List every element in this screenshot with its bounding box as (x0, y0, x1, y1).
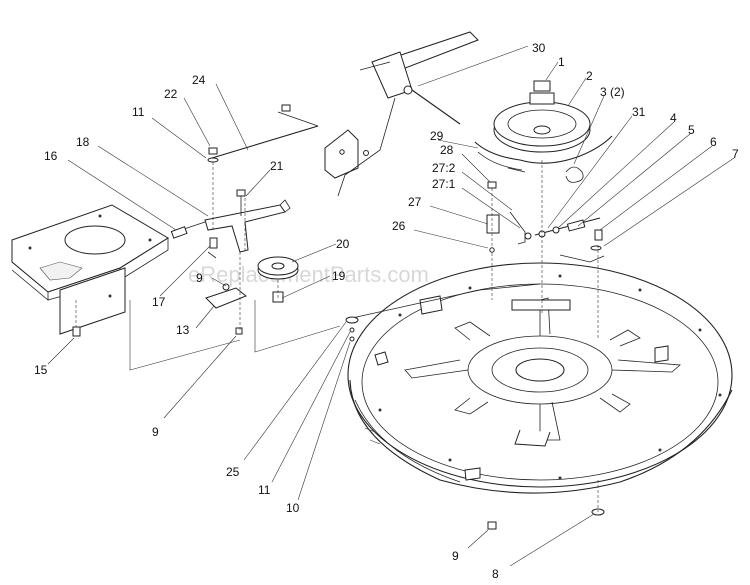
label-9-mid: 9 (196, 271, 203, 285)
label-30: 30 (532, 41, 546, 55)
label-1: 1 (558, 55, 565, 69)
mount-plate (11, 204, 169, 335)
label-11-bottom: 11 (258, 483, 271, 497)
label-13: 13 (176, 323, 190, 337)
label-2: 2 (586, 69, 593, 83)
label-25: 25 (226, 465, 240, 479)
label-22: 22 (164, 87, 178, 101)
label-15: 15 (34, 363, 48, 377)
label-8: 8 (492, 567, 499, 581)
label-3: 3 (2) (600, 85, 625, 99)
label-7: 7 (732, 147, 739, 161)
spring-3 (565, 166, 584, 183)
bracket-13 (205, 237, 247, 335)
label-21: 21 (270, 159, 284, 173)
label-9-bottom: 9 (452, 549, 459, 563)
deck-frame (404, 295, 681, 447)
construction-lines (129, 160, 599, 371)
rod-24 (211, 104, 319, 159)
label-27-1: 27:1 (432, 177, 456, 191)
label-19: 19 (332, 269, 346, 283)
label-27: 27 (408, 195, 422, 209)
label-5: 5 (688, 123, 695, 137)
hardware-small (72, 147, 605, 530)
watermark: eReplacementParts.com (188, 262, 429, 287)
label-29: 29 (430, 129, 444, 143)
label-11-top: 11 (132, 105, 145, 119)
label-27-2: 27:2 (432, 161, 456, 175)
lift-bracket (324, 129, 369, 179)
label-28: 28 (440, 143, 454, 157)
label-9-left: 9 (152, 425, 159, 439)
deck-rivets (378, 274, 722, 480)
label-4: 4 (670, 111, 677, 125)
label-24: 24 (192, 73, 206, 87)
hardware-stack (534, 217, 605, 263)
label-18: 18 (76, 135, 90, 149)
idler-arm (170, 199, 291, 253)
label-16: 16 (44, 149, 58, 163)
label-17: 17 (152, 295, 166, 309)
idler-pulley (257, 256, 299, 303)
spindle-pulley (474, 80, 613, 173)
label-6: 6 (710, 135, 717, 149)
label-31: 31 (632, 105, 646, 119)
part-labels: 30 1 2 3 (2) 31 4 5 6 7 24 22 11 16 18 2… (34, 41, 739, 581)
label-26: 26 (392, 219, 406, 233)
cable-19 (345, 283, 541, 342)
label-10: 10 (286, 501, 300, 515)
bolt-21 (236, 189, 246, 216)
lift-handle (337, 31, 479, 197)
label-20: 20 (336, 237, 350, 251)
link-assembly (486, 181, 532, 300)
leader-lines (47, 45, 735, 567)
